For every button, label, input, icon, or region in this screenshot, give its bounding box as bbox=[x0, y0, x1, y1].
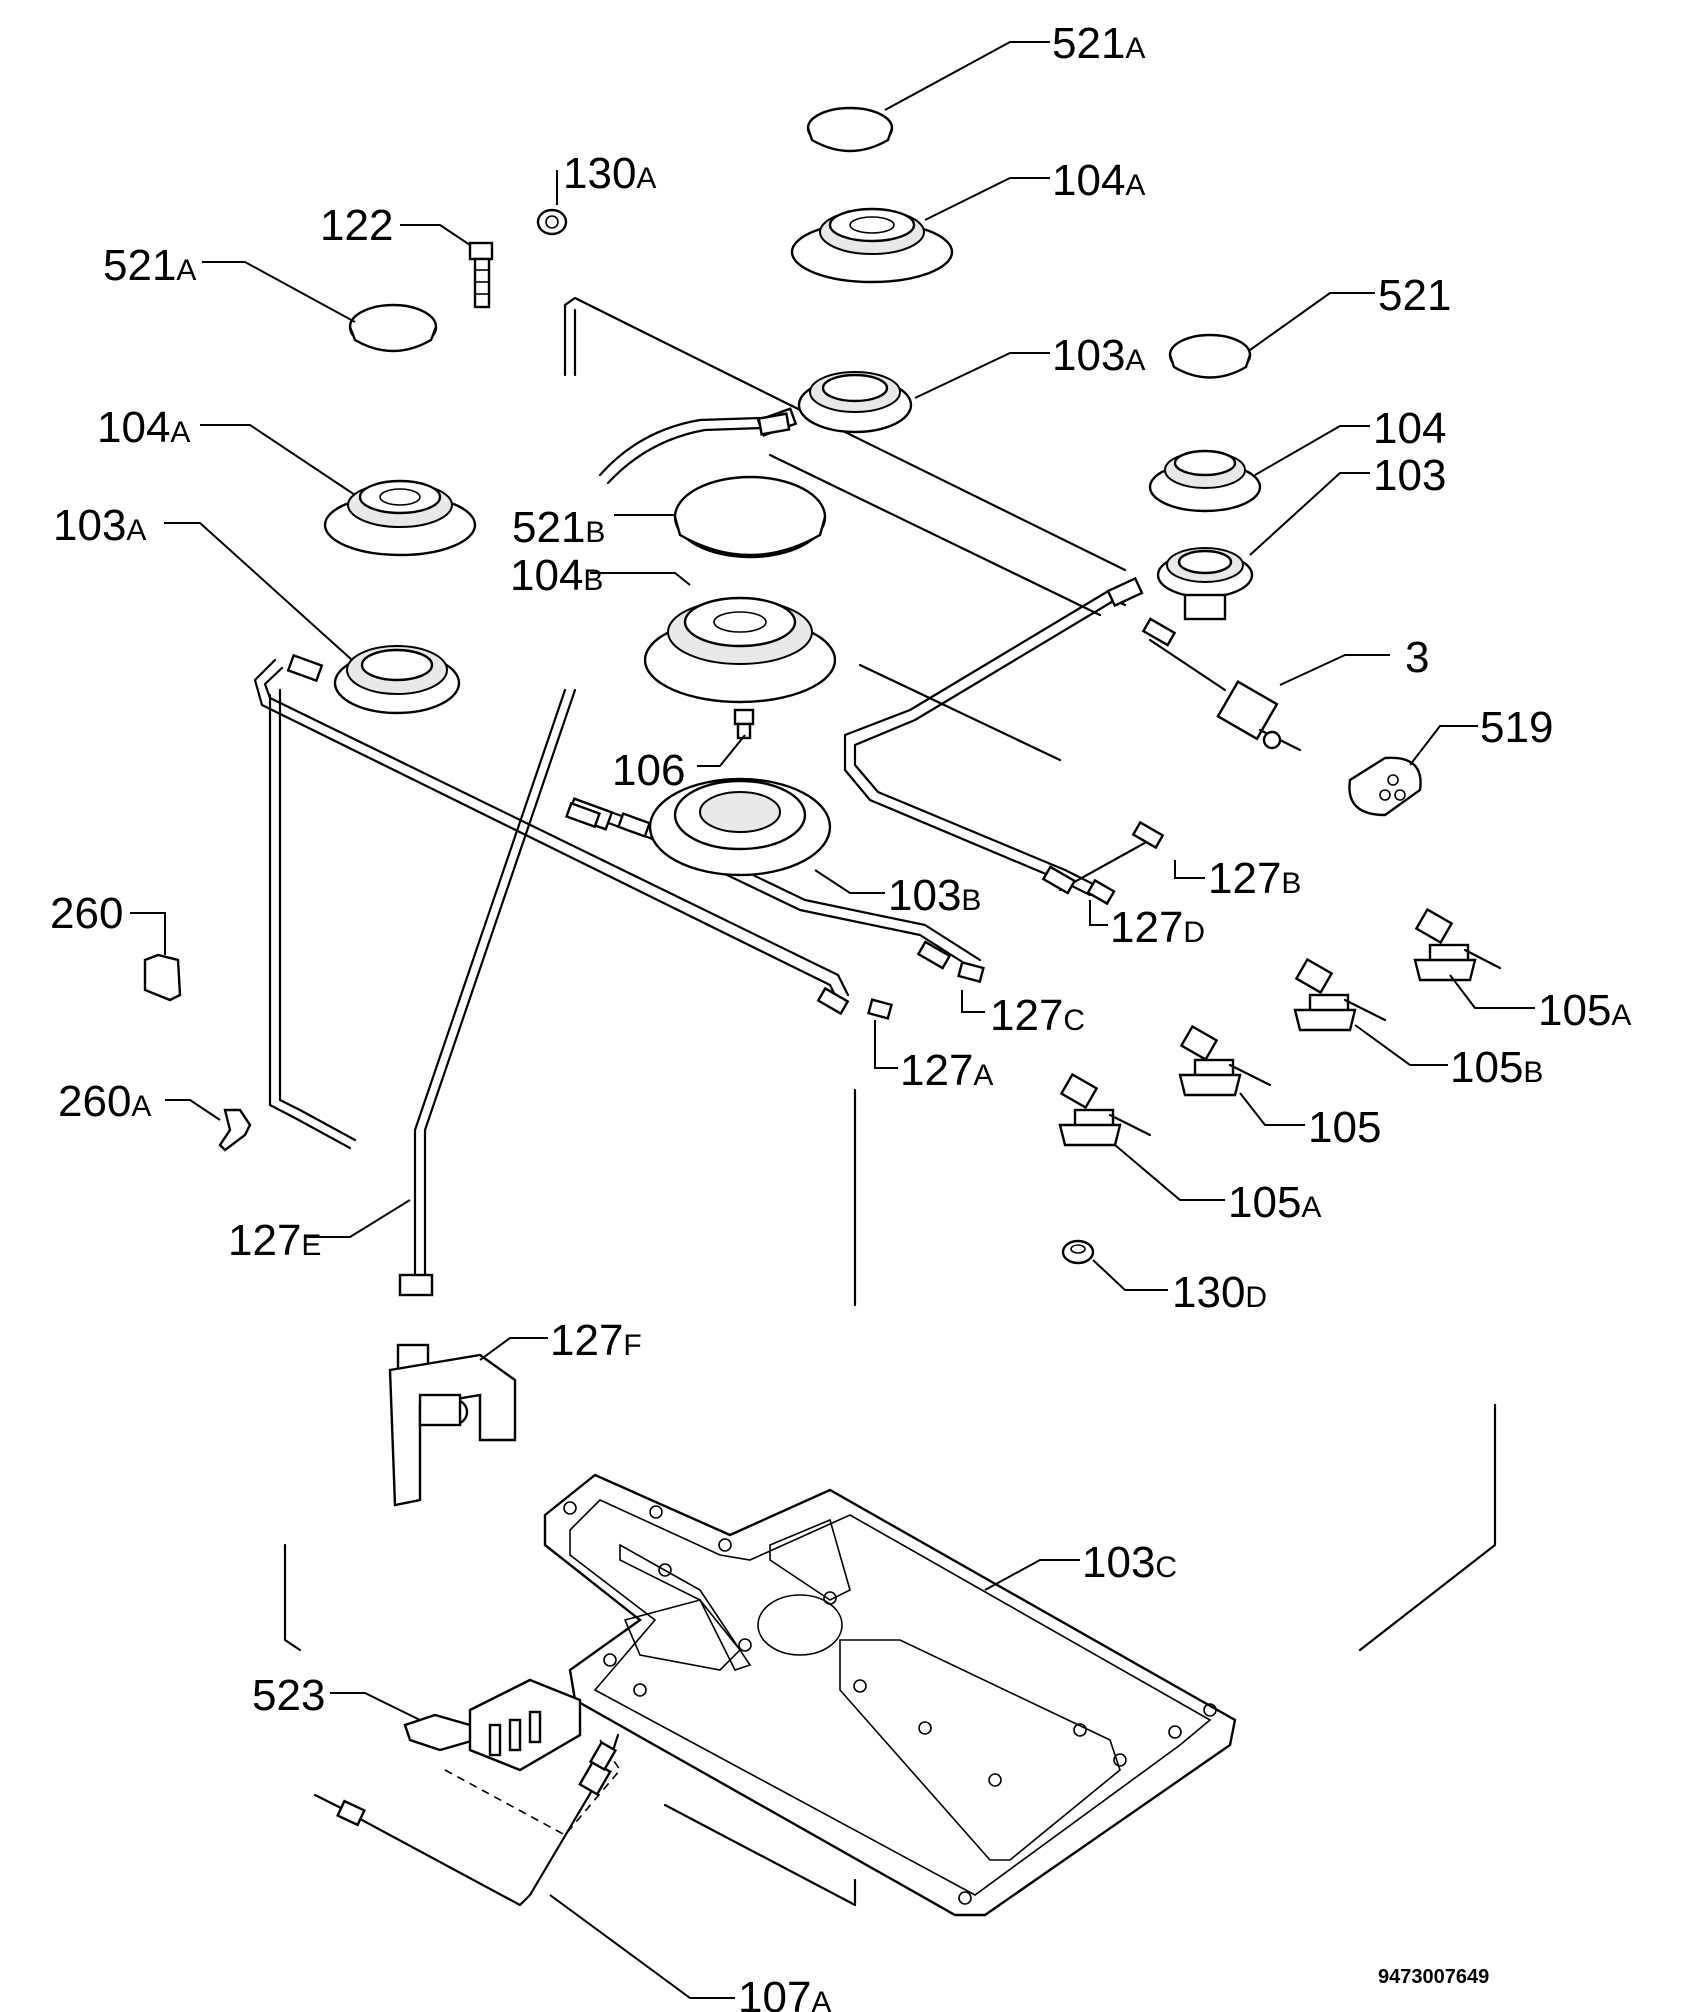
label-130d: 130D bbox=[1172, 1268, 1267, 1317]
label-103a-top: 103A bbox=[1052, 331, 1145, 380]
label-105b: 105B bbox=[1450, 1043, 1543, 1092]
label-107a: 107A bbox=[738, 1973, 831, 2012]
label-105a-left: 105A bbox=[1228, 1178, 1321, 1227]
label-104b: 104B bbox=[510, 551, 603, 600]
burner-cap-521a-top bbox=[806, 106, 894, 153]
label-521: 521 bbox=[1378, 271, 1451, 320]
label-521a-left: 521A bbox=[103, 241, 196, 290]
burner-ring-104 bbox=[1148, 449, 1262, 513]
label-104a-left: 104A bbox=[97, 403, 190, 452]
burner-cap-521a-left bbox=[348, 303, 438, 353]
pin-260a bbox=[218, 1108, 252, 1152]
label-3: 3 bbox=[1405, 633, 1429, 682]
burner-base-103 bbox=[1156, 547, 1254, 621]
burner-ring-104b bbox=[643, 596, 837, 704]
label-519: 519 bbox=[1480, 703, 1553, 752]
label-260a: 260A bbox=[58, 1077, 151, 1126]
gas-pipes bbox=[253, 416, 1152, 1292]
label-127f: 127F bbox=[550, 1316, 642, 1365]
label-127c: 127C bbox=[990, 991, 1085, 1040]
label-105a-right: 105A bbox=[1538, 986, 1631, 1035]
injector-106 bbox=[733, 708, 755, 740]
bracket-127f bbox=[388, 1343, 517, 1507]
valve-105a-left bbox=[1058, 1072, 1152, 1147]
label-521b: 521B bbox=[512, 503, 605, 552]
burner-ring-104a-left bbox=[323, 479, 477, 557]
label-127e: 127E bbox=[228, 1216, 321, 1265]
label-127d: 127D bbox=[1110, 903, 1205, 952]
label-103a-left: 103A bbox=[53, 501, 146, 550]
clip-260 bbox=[143, 953, 182, 1002]
plate-519 bbox=[1348, 756, 1422, 817]
label-103c: 103C bbox=[1082, 1538, 1177, 1587]
burner-base-103a-top bbox=[756, 371, 913, 437]
label-130a: 130A bbox=[563, 149, 656, 198]
label-104a-top: 104A bbox=[1052, 156, 1145, 205]
part-labels: 521A 104A 130A 122 521A 521 103A 104A 10… bbox=[50, 19, 1631, 2012]
base-plate-103c bbox=[543, 1473, 1237, 1917]
washer-130a bbox=[536, 208, 568, 236]
grommet-130d bbox=[1061, 1239, 1095, 1265]
label-122: 122 bbox=[320, 201, 393, 250]
burner-ring-104a-top bbox=[790, 207, 954, 284]
leader-lines bbox=[130, 41, 1535, 1999]
valve-3 bbox=[1148, 638, 1302, 752]
label-260: 260 bbox=[50, 889, 123, 938]
label-127b: 127B bbox=[1208, 854, 1301, 903]
label-104: 104 bbox=[1373, 404, 1446, 453]
injector-122 bbox=[468, 241, 494, 309]
thermocouple-107a bbox=[313, 1733, 620, 1907]
pipe-fittings bbox=[398, 412, 1177, 1297]
valve-105 bbox=[1178, 1024, 1272, 1097]
label-103b: 103B bbox=[888, 871, 981, 920]
burner-base-103b bbox=[566, 777, 832, 877]
label-521a-top: 521A bbox=[1052, 19, 1145, 68]
label-103: 103 bbox=[1373, 451, 1446, 500]
label-105: 105 bbox=[1308, 1103, 1381, 1152]
label-106: 106 bbox=[612, 746, 685, 795]
burner-cap-521b bbox=[673, 475, 827, 559]
burner-base-103a-left bbox=[286, 645, 461, 715]
label-523: 523 bbox=[252, 1671, 325, 1720]
burner-cap-521 bbox=[1168, 333, 1252, 379]
valve-105a-right bbox=[1413, 907, 1502, 982]
label-127a: 127A bbox=[900, 1046, 993, 1095]
document-number: 9473007649 bbox=[1378, 1966, 1489, 1988]
valve-105b bbox=[1293, 957, 1387, 1032]
